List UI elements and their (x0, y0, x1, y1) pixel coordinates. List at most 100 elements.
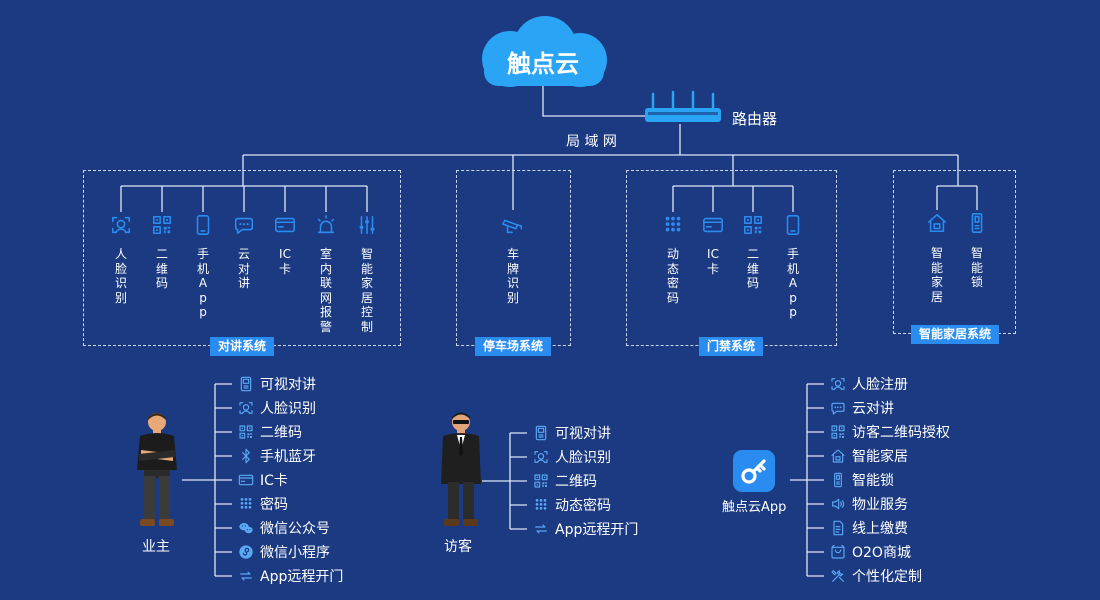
list-item-label: 二维码 (260, 425, 302, 441)
list-item-label: App远程开门 (555, 522, 639, 538)
bluetooth-icon (238, 448, 254, 464)
face-id-icon (830, 376, 846, 392)
device-label: 室内联网报警 (319, 247, 332, 334)
qr-code-icon (830, 424, 846, 440)
lan-label: 局 域 网 (566, 134, 617, 150)
wechat-icon (238, 520, 254, 536)
list-item: O2O商城 (830, 541, 911, 563)
remote-door-icon (533, 521, 549, 537)
list-item: 微信小程序 (238, 541, 330, 563)
device-label: 云对讲 (237, 247, 250, 290)
cloud-node: 触点云 (470, 14, 616, 90)
app-label: 触点云App (722, 500, 787, 515)
key-icon (741, 459, 766, 484)
list-item-label: 可视对讲 (555, 426, 611, 442)
app-logo (733, 450, 775, 492)
speaker-icon (830, 496, 846, 512)
list-item: 物业服务 (830, 493, 908, 515)
list-item: 智能锁 (830, 469, 894, 491)
card-icon (238, 472, 254, 488)
router-node (644, 90, 722, 128)
sliders-icon (356, 214, 378, 236)
list-item: 个性化定制 (830, 565, 922, 587)
list-item-label: 智能家居 (852, 449, 908, 465)
owner-label: 业主 (142, 539, 170, 555)
keypad-icon (662, 214, 684, 236)
access-system-tag: 门禁系统 (698, 337, 764, 356)
list-item: 人脸识别 (238, 397, 316, 419)
card-icon (702, 214, 724, 236)
list-item-label: 线上缴费 (852, 521, 908, 537)
list-item: 人脸识别 (533, 446, 611, 468)
list-item: 可视对讲 (533, 422, 611, 444)
mini-program-icon (238, 544, 254, 560)
parking-system-tag: 停车场系统 (474, 337, 552, 356)
alarm-light-icon (315, 214, 337, 236)
list-item: 智能家居 (830, 445, 908, 467)
list-item-label: 手机蓝牙 (260, 449, 316, 465)
card-icon (274, 214, 296, 236)
device-label: 手机App (196, 247, 209, 319)
list-item-label: 人脸注册 (852, 377, 908, 393)
device-label: IC卡 (278, 247, 291, 276)
list-item: 二维码 (238, 421, 302, 443)
smarthome-system-box (893, 170, 1016, 334)
list-item: 线上缴费 (830, 517, 908, 539)
list-item: 手机蓝牙 (238, 445, 316, 467)
chat-bubble-icon (830, 400, 846, 416)
list-item: 动态密码 (533, 494, 611, 516)
qr-code-icon (238, 424, 254, 440)
bill-icon (830, 520, 846, 536)
tools-icon (830, 568, 846, 584)
list-item: IC卡 (238, 469, 288, 491)
visitor-figure (441, 412, 481, 526)
list-item: 云对讲 (830, 397, 894, 419)
intercom-icon (238, 376, 254, 392)
owner-figure (137, 413, 177, 526)
list-item: 人脸注册 (830, 373, 908, 395)
router-label: 路由器 (732, 110, 778, 128)
list-item-label: 云对讲 (852, 401, 894, 417)
list-item-label: 物业服务 (852, 497, 908, 513)
list-item: 微信公众号 (238, 517, 330, 539)
list-item-label: 密码 (260, 497, 288, 513)
remote-door-icon (238, 568, 254, 584)
device-label: 二维码 (155, 247, 168, 290)
access-system-box (626, 170, 837, 346)
device-label: 车牌识别 (506, 247, 519, 305)
list-item-label: 人脸识别 (555, 450, 611, 466)
list-item: 可视对讲 (238, 373, 316, 395)
keypad-icon (238, 496, 254, 512)
list-item: 访客二维码授权 (830, 421, 950, 443)
list-item-label: 微信小程序 (260, 545, 330, 561)
list-item-label: 智能锁 (852, 473, 894, 489)
list-item-label: 可视对讲 (260, 377, 316, 393)
phone-icon (192, 214, 214, 236)
smarthome-system-tag: 智能家居系统 (910, 325, 1000, 344)
list-item: App远程开门 (533, 518, 638, 540)
list-item-label: IC卡 (260, 473, 288, 489)
device-label: 手机App (786, 247, 799, 319)
list-item-label: O2O商城 (852, 545, 911, 561)
device-label: 智能家居 (930, 246, 943, 304)
qr-code-icon (533, 473, 549, 489)
cloud-label: 触点云 (507, 50, 579, 78)
intercom-icon (533, 425, 549, 441)
device-label: 智能锁 (970, 246, 983, 289)
list-item-label: 访客二维码授权 (852, 425, 950, 441)
list-item: App远程开门 (238, 565, 343, 587)
list-item-label: 二维码 (555, 474, 597, 490)
intercom-system-tag: 对讲系统 (209, 337, 275, 356)
home-icon (926, 212, 948, 234)
chat-bubble-icon (233, 214, 255, 236)
smart-lock-icon (830, 472, 846, 488)
device-label: 智能家居控制 (360, 247, 373, 334)
qr-code-icon (742, 214, 764, 236)
list-item-label: 人脸识别 (260, 401, 316, 417)
face-id-icon (238, 400, 254, 416)
list-item-label: App远程开门 (260, 569, 344, 585)
keypad-icon (533, 497, 549, 513)
list-item: 密码 (238, 493, 288, 515)
home-icon (830, 448, 846, 464)
